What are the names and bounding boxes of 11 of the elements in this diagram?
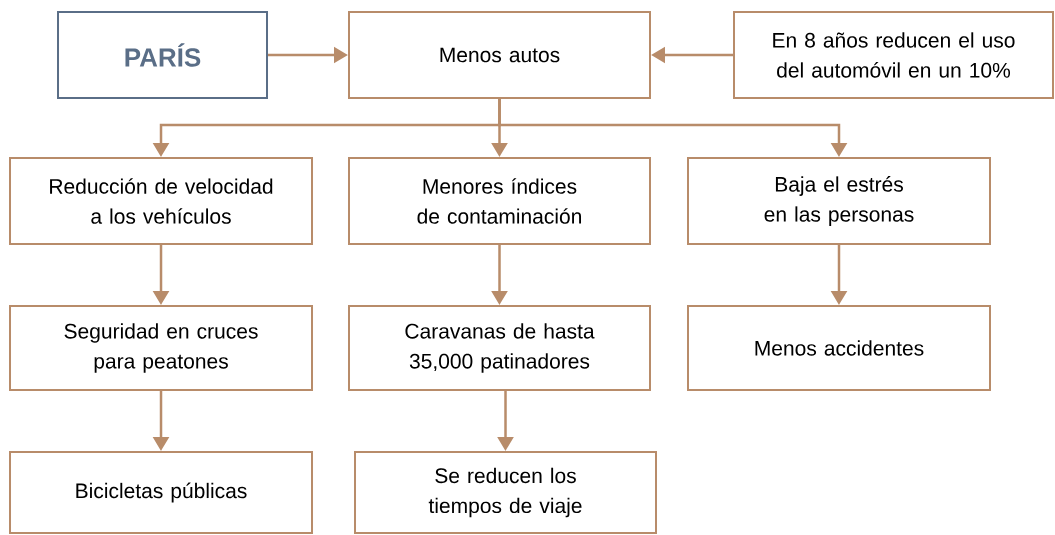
process-box: Bicicletas públicas	[9, 451, 313, 534]
process-box: Se reducen los tiempos de viaje	[354, 451, 657, 534]
process-box: En 8 años reducen el uso del automóvil en un 10%	[733, 11, 1054, 99]
process-box: Menos autos	[348, 11, 651, 99]
process-box: Menores índices de contaminación	[348, 157, 651, 245]
process-box: Menos accidentes	[687, 305, 991, 391]
title-box: PARÍS	[57, 11, 268, 99]
process-box: Baja el estrés en las personas	[687, 157, 991, 245]
process-box: Seguridad en cruces para peatones	[9, 305, 313, 391]
process-box: Reducción de velocidad a los vehículos	[9, 157, 313, 245]
process-box: Caravanas de hasta 35,000 patinadores	[348, 305, 651, 391]
